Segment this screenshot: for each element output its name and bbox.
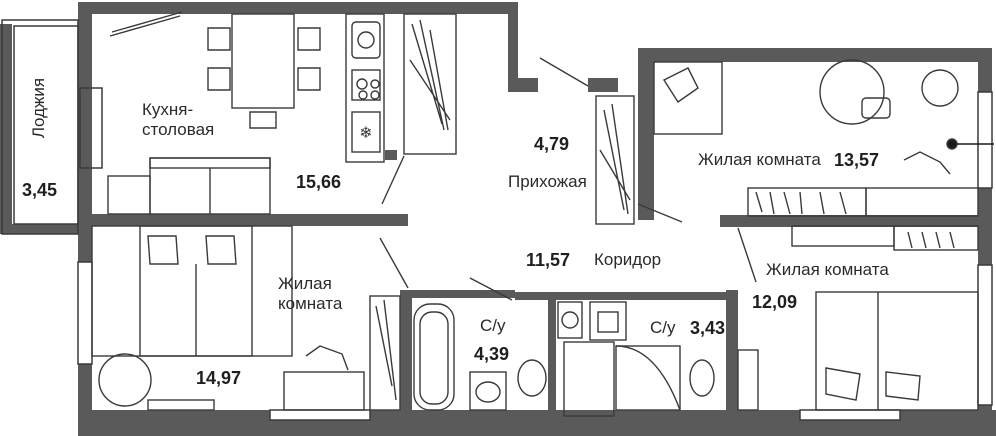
loggia-area: 3,45: [22, 180, 58, 200]
bedroom-top-right-furniture: [653, 59, 994, 217]
bathroom-1-label: С/у: [480, 316, 506, 335]
bathroom-fixtures: [413, 277, 715, 417]
corridor-area: 11,57: [526, 250, 571, 270]
kitchen-furniture: ❄: [107, 11, 457, 215]
loggia-outline: [1, 19, 103, 235]
loggia-label: Лоджия: [29, 77, 48, 139]
bedroom-top-right-label: Жилая комната: [698, 150, 821, 169]
bedroom-top-right-area: 13,57: [834, 150, 880, 170]
kitchen-label: Кухня- столовая: [142, 100, 215, 139]
bedroom-left-furniture: [91, 225, 409, 411]
bathroom-2-area: 3,43: [690, 318, 726, 338]
windows: [77, 91, 993, 421]
hallway-area: 4,79: [534, 134, 570, 154]
bathroom-2-label: С/у: [650, 318, 676, 337]
bedroom-left-label: Жилая комната: [278, 274, 343, 313]
bedroom-left-area: 14,97: [196, 368, 242, 388]
bedroom-bottom-right-label: Жилая комната: [766, 260, 889, 279]
bedroom-bottom-right-area: 12,09: [752, 292, 798, 312]
hallway-label: Прихожая: [508, 172, 587, 191]
bathroom-1-area: 4,39: [474, 344, 510, 364]
svg-text:❄: ❄: [359, 125, 372, 142]
kitchen-area: 15,66: [296, 172, 342, 192]
bedroom-bottom-right-furniture: [737, 225, 979, 411]
hallway-furniture: [539, 57, 683, 225]
corridor-label: Коридор: [594, 250, 662, 269]
